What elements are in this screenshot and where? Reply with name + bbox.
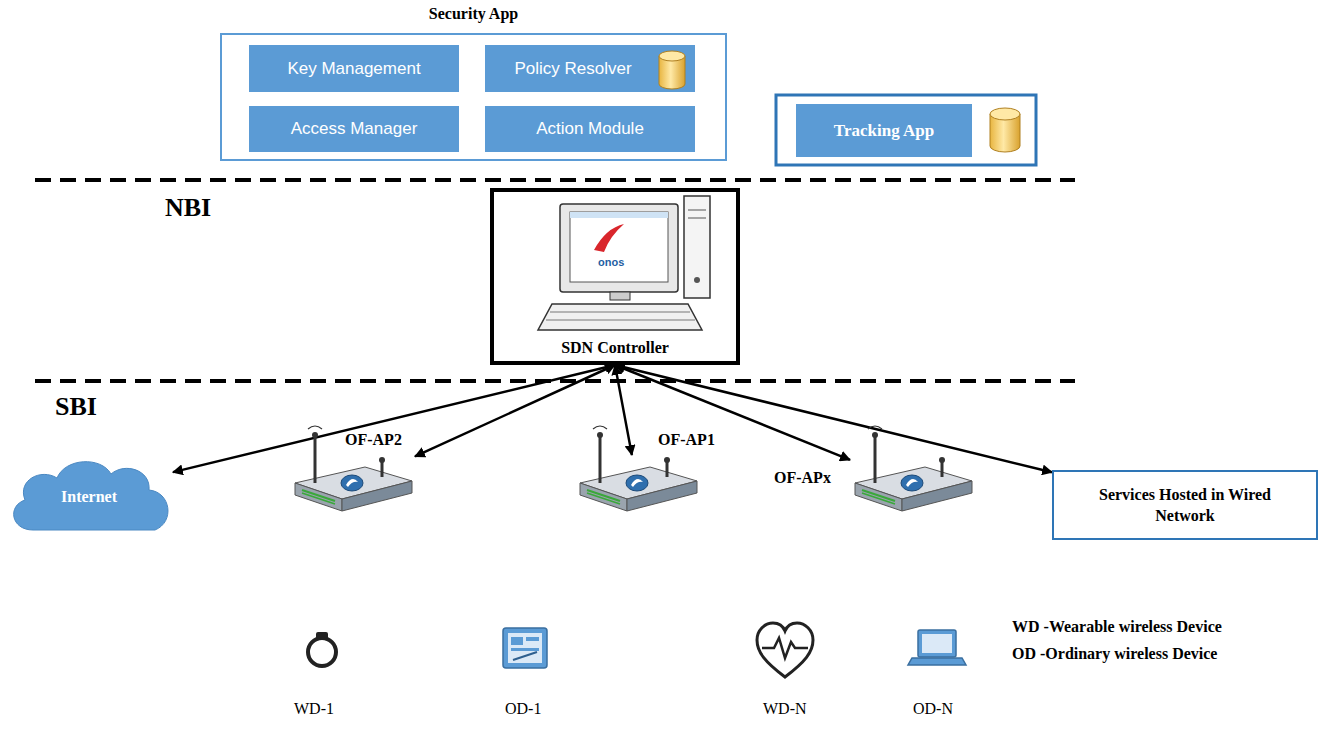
- label-slot: onos: [598, 252, 624, 270]
- database-cylinder: [990, 108, 1020, 152]
- label-slot: NBI: [165, 193, 211, 223]
- module-box: Key Management: [249, 45, 459, 92]
- controller-box-art: [490, 188, 740, 365]
- module-box-text: Action Module: [536, 119, 644, 139]
- laptop-icon: [908, 630, 966, 665]
- key-note: OD -Ordinary wireless Device: [1012, 645, 1217, 662]
- label-slot: WD -Wearable wireless Device: [1012, 618, 1222, 636]
- module-box: Policy Resolver: [485, 45, 695, 92]
- device-label: WD-1: [294, 700, 334, 717]
- logo-text: onos: [598, 256, 624, 268]
- access-point: OF-APx: [850, 455, 975, 515]
- tracking-frame: [776, 95, 1036, 165]
- device-label: WD-N: [763, 700, 807, 717]
- label-slot: WD-1: [294, 700, 334, 718]
- device-label: OD-N: [913, 700, 953, 717]
- module-box-text: Access Manager: [291, 119, 418, 139]
- label-slot: OD-1: [505, 700, 541, 718]
- label-slot: SBI: [55, 392, 97, 422]
- connector-arrow: [615, 365, 632, 455]
- label-slot: OD-N: [913, 700, 953, 718]
- module-box-art: [659, 48, 685, 90]
- nbi-dashed-line: [35, 178, 1075, 182]
- access-point-art: [290, 455, 415, 515]
- access-point: OF-AP1: [575, 455, 700, 515]
- access-point: OF-AP2: [290, 455, 415, 515]
- ring-wearable-icon: [308, 632, 336, 666]
- module-box-text: Key Management: [287, 59, 420, 79]
- module-box-text: Policy Resolver: [514, 59, 631, 79]
- security-app-panel: Security AppKey ManagementPolicy Resolve…: [220, 33, 727, 161]
- key-note: WD -Wearable wireless Device: [1012, 618, 1222, 635]
- access-point-text: OF-AP1: [658, 431, 715, 449]
- module-box: Action Module: [485, 106, 695, 152]
- interface-label: NBI: [165, 193, 211, 222]
- app-box-text: Tracking App: [834, 121, 934, 141]
- tablet-icon: [503, 628, 547, 668]
- app-box: Tracking App: [796, 104, 972, 157]
- label-slot: OD -Ordinary wireless Device: [1012, 645, 1217, 663]
- services-box: Services Hosted in Wired Network: [1052, 470, 1318, 540]
- interface-label: SBI: [55, 392, 97, 421]
- connector-arrow: [173, 365, 615, 472]
- internet-cloud-text: Internet: [61, 488, 117, 506]
- controller-box-text: SDN Controller: [561, 339, 669, 357]
- heart-wearable-icon: [757, 623, 813, 677]
- module-box: Access Manager: [249, 106, 459, 152]
- access-point-art: [575, 455, 700, 515]
- internet-cloud: Internet: [5, 450, 173, 535]
- controller-box: SDN Controller: [490, 188, 740, 365]
- security-app-panel-text: Security App: [222, 5, 725, 23]
- access-point-text: OF-APx: [774, 469, 831, 487]
- access-point-art: [850, 455, 975, 515]
- device-label: OD-1: [505, 700, 541, 717]
- access-point-text: OF-AP2: [345, 431, 402, 449]
- connector-arrow: [615, 365, 1052, 472]
- connector-arrow: [415, 365, 615, 456]
- connector-arrow: [615, 365, 850, 460]
- label-slot: WD-N: [763, 700, 807, 718]
- services-box-text: Services Hosted in Wired Network: [1078, 484, 1293, 526]
